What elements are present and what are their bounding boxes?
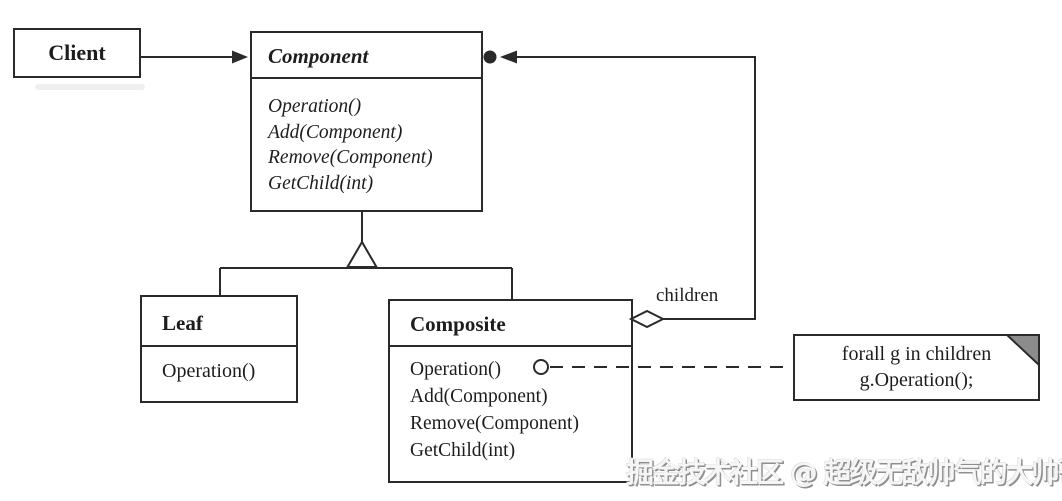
method-add: Add(Component): [268, 121, 403, 143]
composite-class-name: Composite: [390, 301, 631, 347]
watermark-text: 掘金技术社区 @ 超级无敌帅气的大帅哥: [626, 456, 1062, 489]
note-line-2: g.Operation();: [859, 369, 974, 391]
component-class-name: Component: [252, 33, 481, 79]
method-getchild: GetChild(int): [410, 440, 516, 461]
method-add: Add(Component): [410, 386, 548, 407]
method-operation: Operation(): [268, 96, 362, 117]
scan-artifact: [35, 84, 145, 90]
note-box: forall g in children g.Operation();: [793, 334, 1040, 401]
client-class-name: Client: [48, 40, 106, 65]
method-remove: Remove(Component): [268, 147, 433, 168]
leaf-methods: Operation(): [142, 347, 296, 384]
arrowhead-left-icon: [500, 50, 517, 64]
aggregation-diamond-icon: [628, 309, 666, 329]
client-class-box: Client: [13, 28, 141, 78]
note-fold-corner-icon: [1006, 334, 1040, 366]
composite-class-box: Composite Operation() Add(Component) Rem…: [388, 299, 633, 483]
composite-methods: Operation() Add(Component) Remove(Compon…: [390, 347, 631, 464]
multiplicity-dot-icon: [483, 50, 497, 64]
method-remove: Remove(Component): [410, 413, 579, 434]
leaf-class-box: Leaf Operation(): [140, 295, 298, 403]
inheritance-triangle-icon: [345, 240, 379, 268]
aggregation-loop-line: [517, 56, 756, 320]
children-role-label: children: [656, 285, 719, 306]
component-methods: Operation() Add(Component) Remove(Compon…: [252, 79, 481, 196]
method-operation: Operation(): [162, 360, 256, 382]
method-operation: Operation(): [410, 359, 501, 380]
component-class-box: Component Operation() Add(Component) Rem…: [250, 31, 483, 212]
leaf-class-name: Leaf: [142, 297, 296, 347]
note-line-1: forall g in children: [841, 343, 992, 365]
arrowhead-right-icon: [232, 50, 248, 64]
method-getchild: GetChild(int): [268, 172, 374, 194]
